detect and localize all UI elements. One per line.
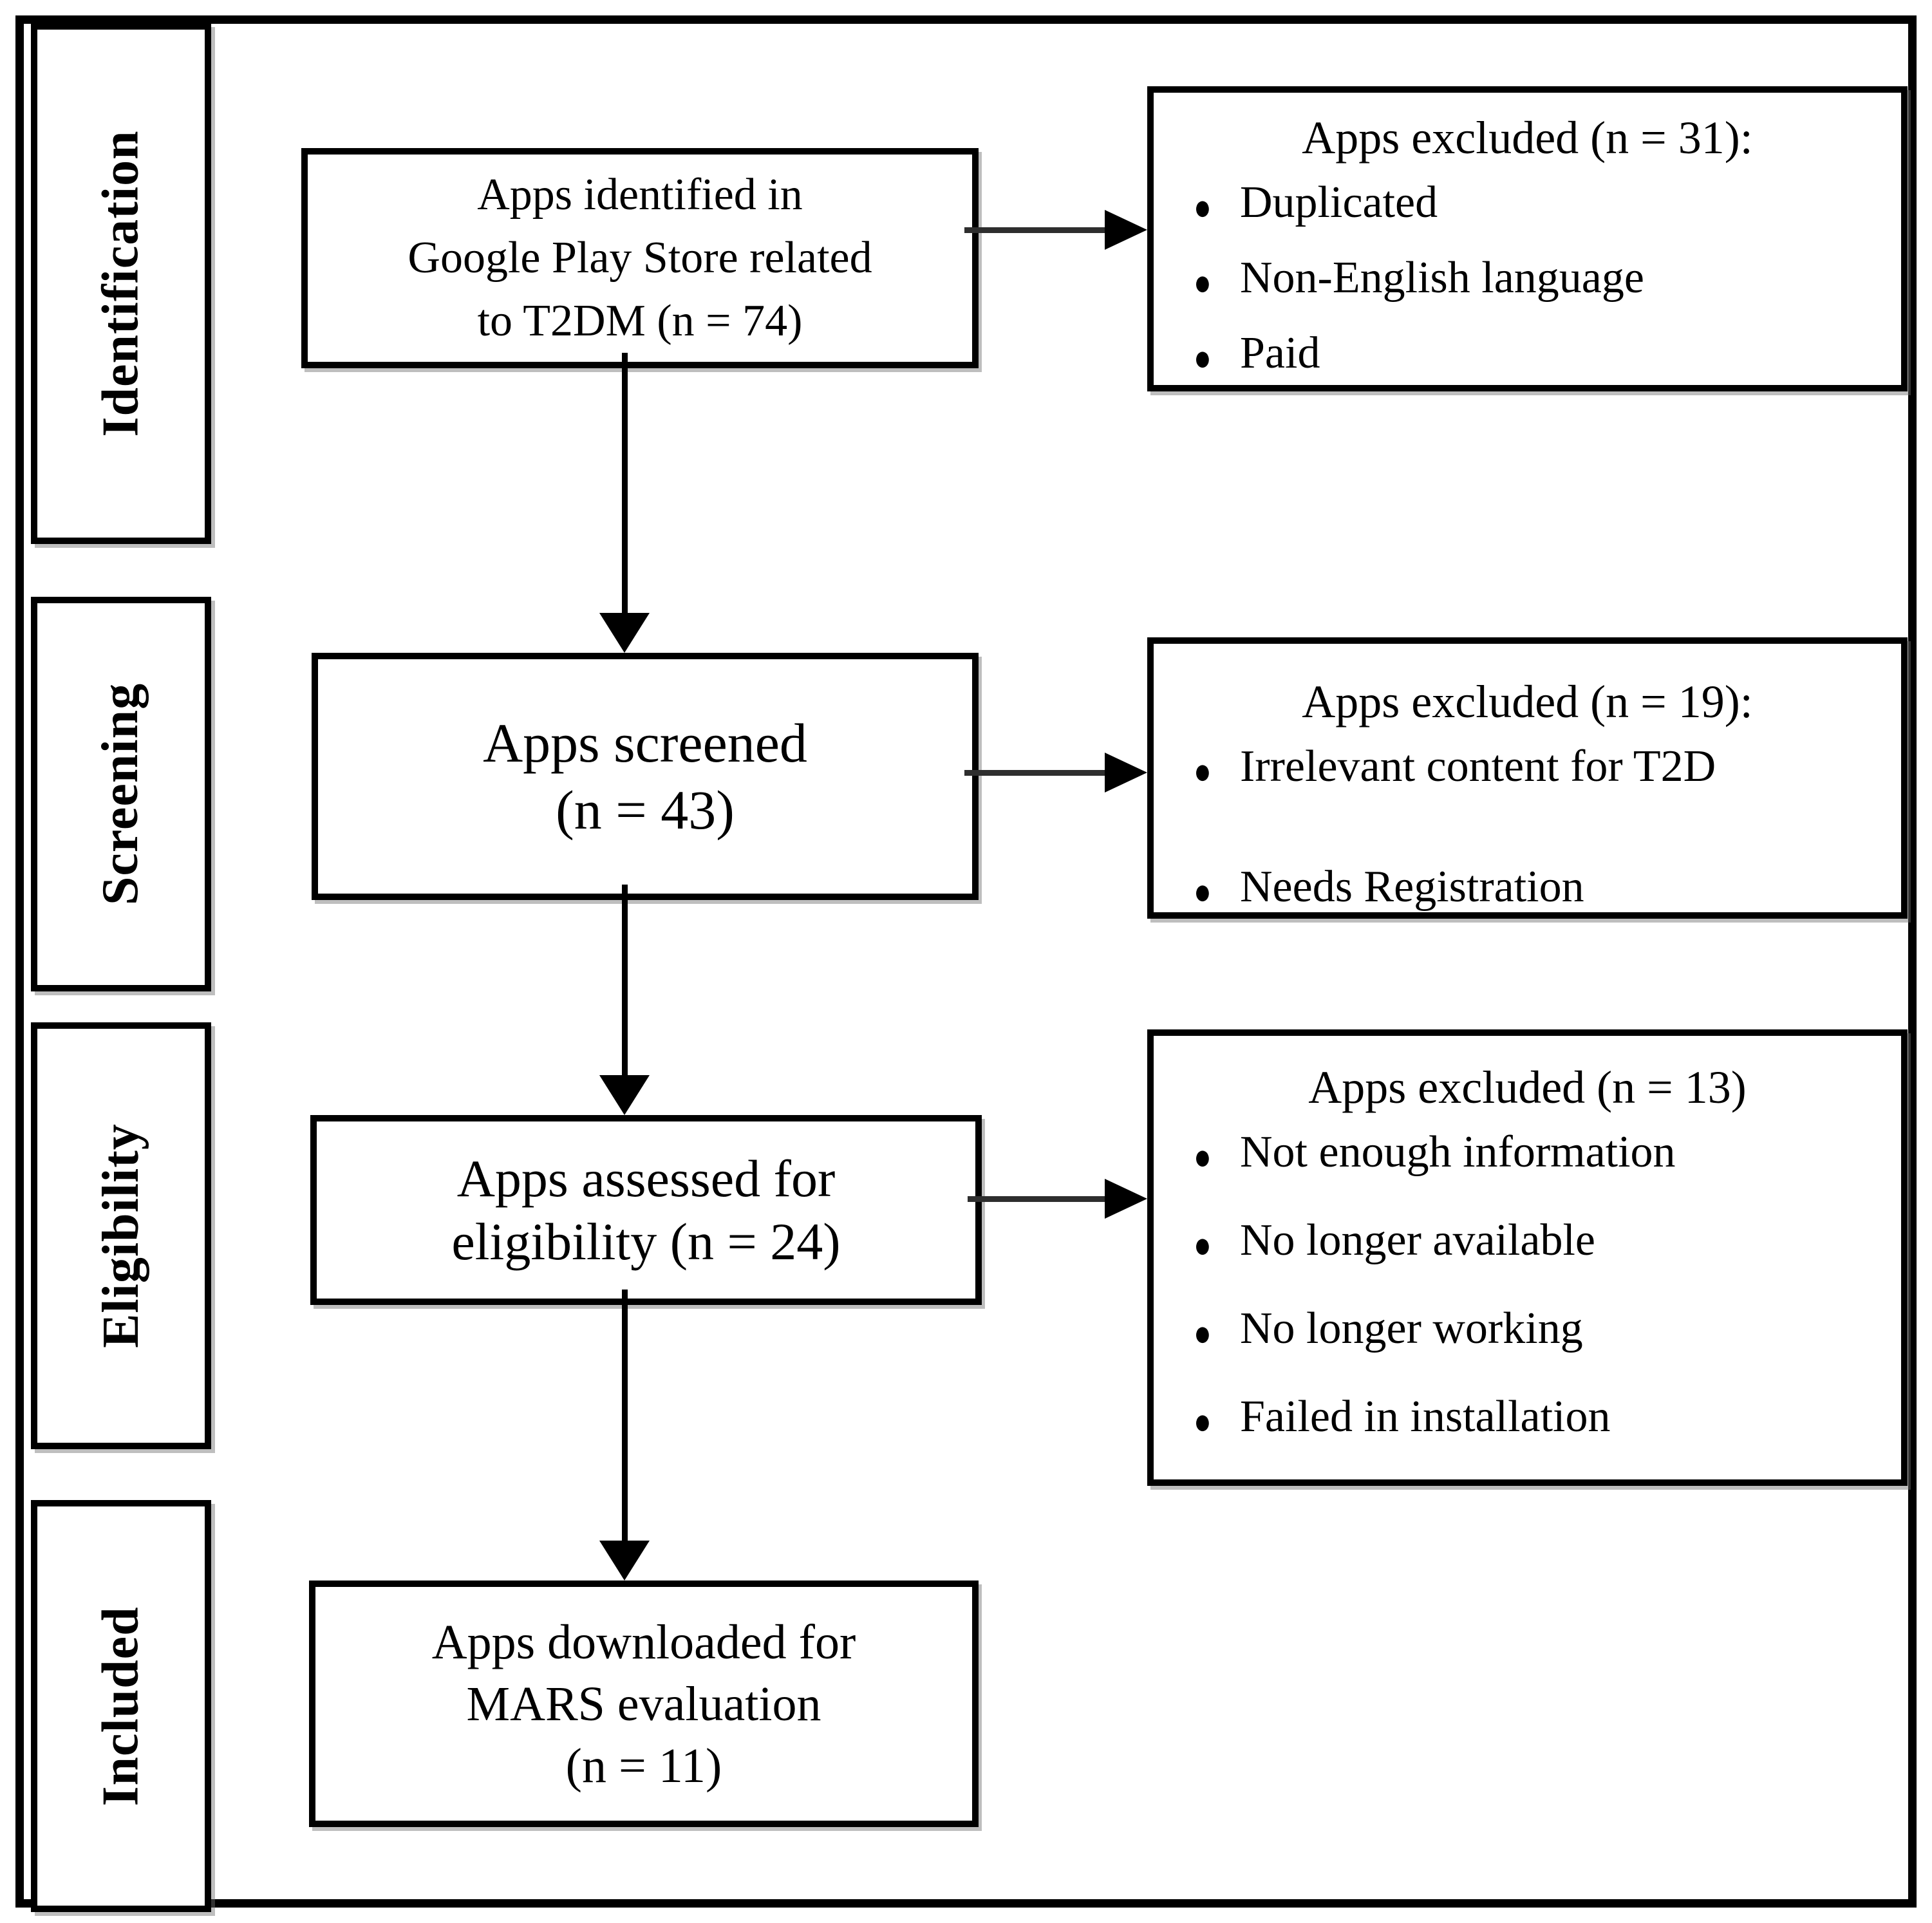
bullet-icon: ● [1194, 261, 1212, 303]
flow-box-apps-identified: Apps identified in Google Play Store rel… [301, 148, 979, 368]
bullet-icon: ● [1194, 870, 1212, 912]
arrow-down-icon [599, 1075, 650, 1115]
flow-box-line: Apps downloaded for [431, 1615, 856, 1669]
exclusion-box-1-title: Apps excluded (n = 31): [1302, 112, 1753, 164]
list-item: ● Non-English language [1194, 252, 1901, 309]
stage-label-screening: Screening [92, 682, 149, 906]
exclusion-box-3-title: Apps excluded (n = 13) [1308, 1062, 1747, 1113]
flow-box-line: Apps assessed for [456, 1149, 836, 1208]
bullet-icon: ● [1194, 1136, 1212, 1177]
list-item: ● Duplicated [1194, 176, 1901, 234]
connector-line-assessed-to-downloaded [622, 1290, 628, 1542]
flow-box-line: (n = 43) [556, 779, 735, 841]
stage-label-included: Included [92, 1606, 149, 1806]
exclusion-box-2-title: Apps excluded (n = 19): [1302, 676, 1753, 727]
exclusion-box-2-list: ● Irrelevant content for T2D ● Needs Reg… [1154, 740, 1901, 918]
exclusion-reason: Duplicated [1240, 178, 1438, 227]
arrow-right-icon [1105, 210, 1147, 250]
bullet-icon: ● [1194, 1312, 1212, 1354]
exclusion-reason: No longer available [1240, 1215, 1596, 1265]
exclusion-reason: Failed in installation [1240, 1392, 1611, 1441]
flow-box-line: MARS evaluation [466, 1676, 821, 1731]
flow-box-line: (n = 11) [565, 1738, 722, 1793]
exclusion-reason: Needs Registration [1240, 862, 1584, 912]
exclusion-reason: Paid [1240, 328, 1320, 378]
exclusion-box-3: Apps excluded (n = 13) ● Not enough info… [1147, 1029, 1908, 1486]
bullet-icon: ● [1194, 750, 1212, 792]
connector-line-assessed-to-excluded [968, 1196, 1107, 1202]
flow-box-line: Apps screened [483, 712, 807, 774]
stage-label-identification: Identification [92, 130, 149, 437]
arrow-down-icon [599, 613, 650, 653]
list-item: ● Irrelevant content for T2D [1194, 740, 1901, 798]
exclusion-box-3-list: ● Not enough information ● No longer ava… [1154, 1126, 1901, 1448]
flow-box-line: Apps identified in [477, 170, 803, 220]
stage-box-included: Included [31, 1500, 211, 1912]
exclusion-reason: Irrelevant content for T2D [1240, 742, 1716, 791]
flow-box-apps-downloaded: Apps downloaded for MARS evaluation (n =… [309, 1581, 979, 1827]
bullet-icon: ● [1194, 186, 1212, 228]
bullet-icon: ● [1194, 337, 1212, 379]
bullet-icon: ● [1194, 1400, 1212, 1442]
flow-box-line: eligibility (n = 24) [451, 1212, 841, 1271]
stage-label-eligibility: Eligibility [92, 1123, 149, 1348]
list-item: ● Needs Registration [1194, 861, 1901, 918]
list-item: ● No longer working [1194, 1302, 1901, 1360]
connector-line-identified-to-excluded [964, 227, 1107, 233]
arrow-down-icon [599, 1541, 650, 1581]
list-item: ● Failed in installation [1194, 1391, 1901, 1448]
flow-box-line: Google Play Store related [408, 233, 872, 283]
list-item: ● Paid [1194, 327, 1901, 384]
exclusion-reason: No longer working [1240, 1304, 1583, 1353]
connector-line-identified-to-screened [622, 353, 628, 614]
flow-box-apps-screened: Apps screened (n = 43) [312, 653, 979, 900]
flow-box-line: to T2DM (n = 74) [477, 296, 803, 346]
exclusion-box-1-list: ● Duplicated ● Non-English language ● Pa… [1154, 176, 1901, 384]
exclusion-box-2: Apps excluded (n = 19): ● Irrelevant con… [1147, 637, 1908, 919]
arrow-right-icon [1105, 1179, 1147, 1219]
list-item: ● Not enough information [1194, 1126, 1901, 1183]
diagram-outer-border [15, 15, 1917, 1908]
stage-box-screening: Screening [31, 597, 211, 991]
connector-line-screened-to-excluded [964, 770, 1107, 776]
stage-box-identification: Identification [31, 23, 211, 544]
connector-line-screened-to-assessed [622, 885, 628, 1076]
stage-box-eligibility: Eligibility [31, 1022, 211, 1449]
exclusion-reason: Non-English language [1240, 253, 1644, 303]
exclusion-reason: Not enough information [1240, 1127, 1676, 1177]
arrow-right-icon [1105, 753, 1147, 793]
bullet-icon: ● [1194, 1224, 1212, 1266]
flow-box-apps-assessed: Apps assessed for eligibility (n = 24) [310, 1115, 982, 1305]
list-item: ● No longer available [1194, 1214, 1901, 1271]
exclusion-box-1: Apps excluded (n = 31): ● Duplicated ● N… [1147, 86, 1908, 391]
